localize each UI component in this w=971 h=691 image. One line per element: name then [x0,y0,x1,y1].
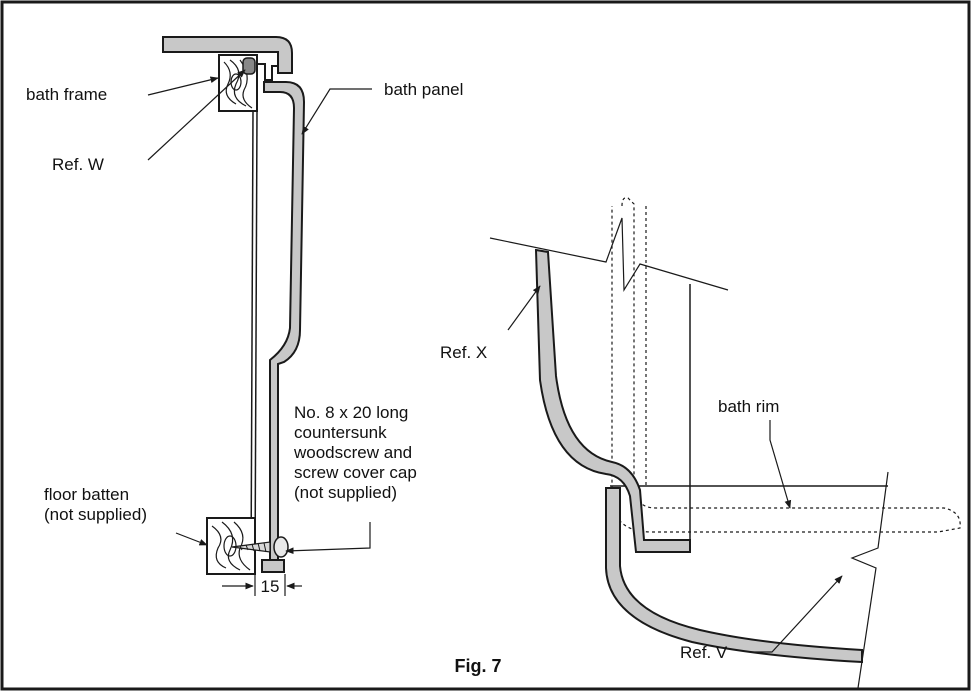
woodscrew [231,536,289,558]
label-floor-batten-1: floor batten [44,485,129,504]
leader-ref-w [147,69,246,161]
leader-screw-note [285,522,371,555]
label-screw-note-1: No. 8 x 20 long [294,403,408,422]
ref-v-panel [605,487,863,664]
leader-ref-x [507,285,541,331]
leader-bath-panel [301,88,372,135]
ref-x-panel [534,248,691,553]
frame-wall-line-2 [254,110,258,573]
label-screw-note-4: screw cover cap [294,463,417,482]
panel-foot [261,559,285,573]
ref-w-clip [242,57,278,81]
label-bath-frame: bath frame [26,85,107,104]
leader-bath-frame [147,76,219,96]
section-break-right [850,471,889,689]
dimension-15: 15 [222,574,302,596]
dimension-label: 15 [261,577,280,596]
label-bath-rim: bath rim [718,397,779,416]
figure-caption: Fig. 7 [454,656,501,676]
label-floor-batten-2: (not supplied) [44,505,147,524]
label-ref-w: Ref. W [52,155,104,174]
bath-outline-dotted [611,197,961,533]
frame-wall-line-1 [250,110,254,573]
leader-floor-batten [175,532,208,546]
floor-batten-timber [206,517,256,575]
label-ref-x: Ref. X [440,343,487,362]
label-ref-v: Ref. V [680,643,728,662]
leader-bath-rim [769,420,792,509]
label-screw-note-5: (not supplied) [294,483,397,502]
label-screw-note-2: countersunk [294,423,387,442]
leader-ref-v [750,575,843,653]
label-bath-panel: bath panel [384,80,463,99]
section-break-top [489,217,729,293]
label-screw-note-3: woodscrew and [293,443,412,462]
